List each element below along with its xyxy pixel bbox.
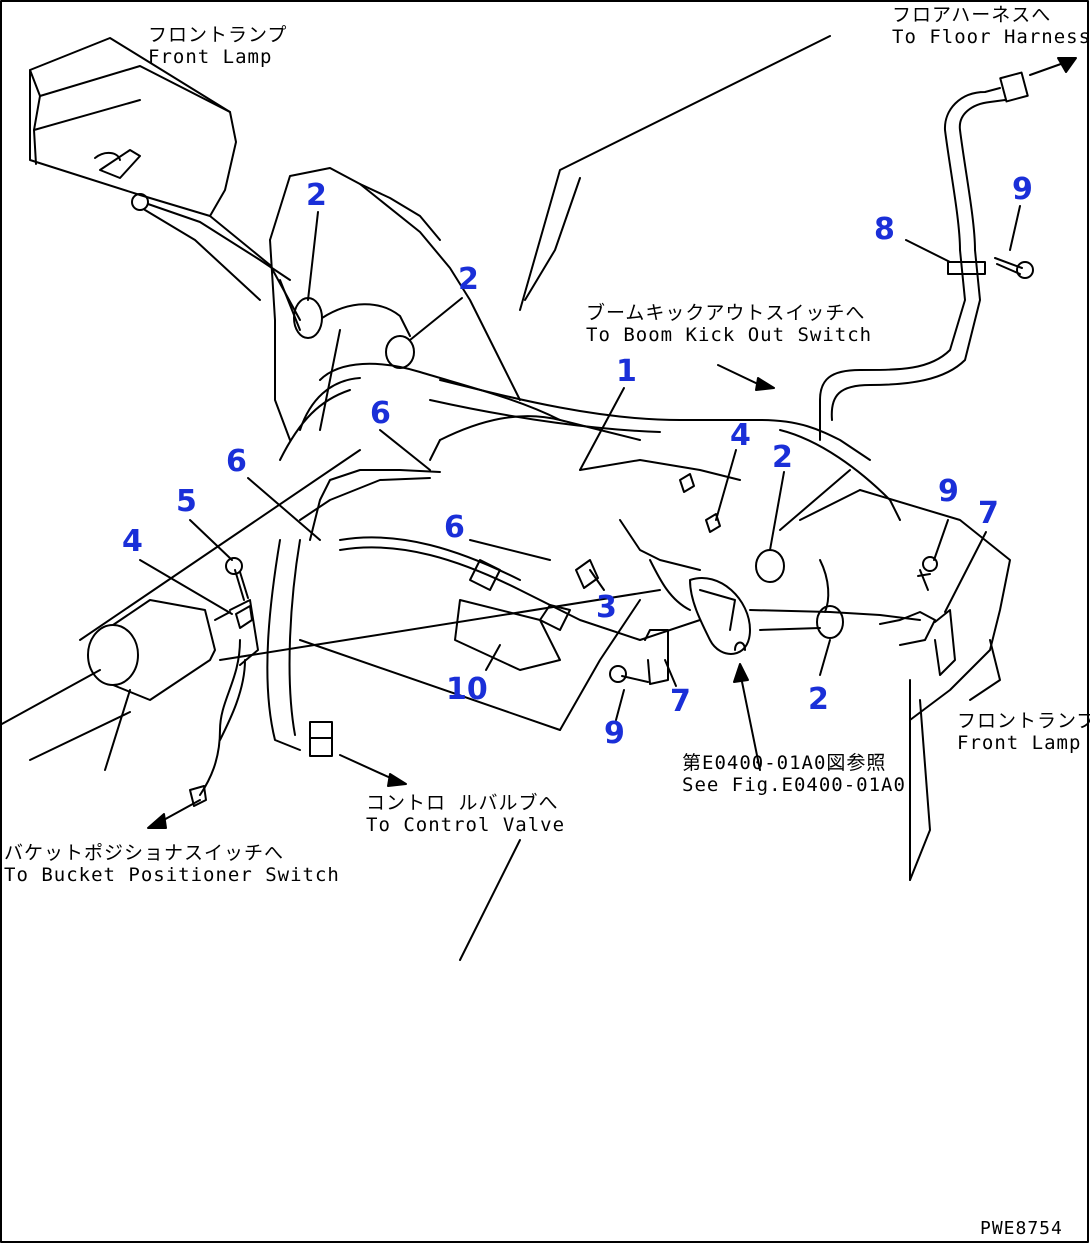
callout-7: 7: [670, 684, 691, 719]
front-lamp-right-label: フロントランプ Front Lamp: [957, 710, 1090, 754]
callout-5: 5: [176, 484, 197, 519]
callout-3: 3: [596, 590, 617, 625]
callout-1: 1: [616, 354, 637, 389]
callout-7: 7: [978, 496, 999, 531]
floor-harness-label: フロアハーネスへ To Floor Harness: [892, 4, 1090, 48]
bucket-positioner-label: バケットポジショナスイッチへ To Bucket Positioner Swit…: [4, 842, 340, 886]
callout-2: 2: [808, 682, 829, 717]
callout-2: 2: [306, 178, 327, 213]
callout-10: 10: [446, 672, 488, 707]
callout-9: 9: [1012, 172, 1033, 207]
callout-4: 4: [122, 524, 143, 559]
drawing-code: PWE8754: [980, 1218, 1063, 1239]
see-fig-label: 第E0400-01A0図参照 See Fig.E0400-01A0: [682, 752, 906, 796]
callout-4: 4: [730, 418, 751, 453]
front-lamp-top-label: フロントランプ Front Lamp: [148, 24, 288, 68]
boom-kick-out-label: ブームキックアウトスイッチへ To Boom Kick Out Switch: [586, 302, 873, 346]
callout-6: 6: [226, 444, 247, 479]
callout-8: 8: [874, 212, 895, 247]
callout-9: 9: [938, 474, 959, 509]
callout-2: 2: [772, 440, 793, 475]
callout-6: 6: [370, 396, 391, 431]
control-valve-label: コントロ ルバルブへ To Control Valve: [366, 792, 566, 836]
callout-9: 9: [604, 716, 625, 751]
callout-2: 2: [458, 262, 479, 297]
callout-6: 6: [444, 510, 465, 545]
